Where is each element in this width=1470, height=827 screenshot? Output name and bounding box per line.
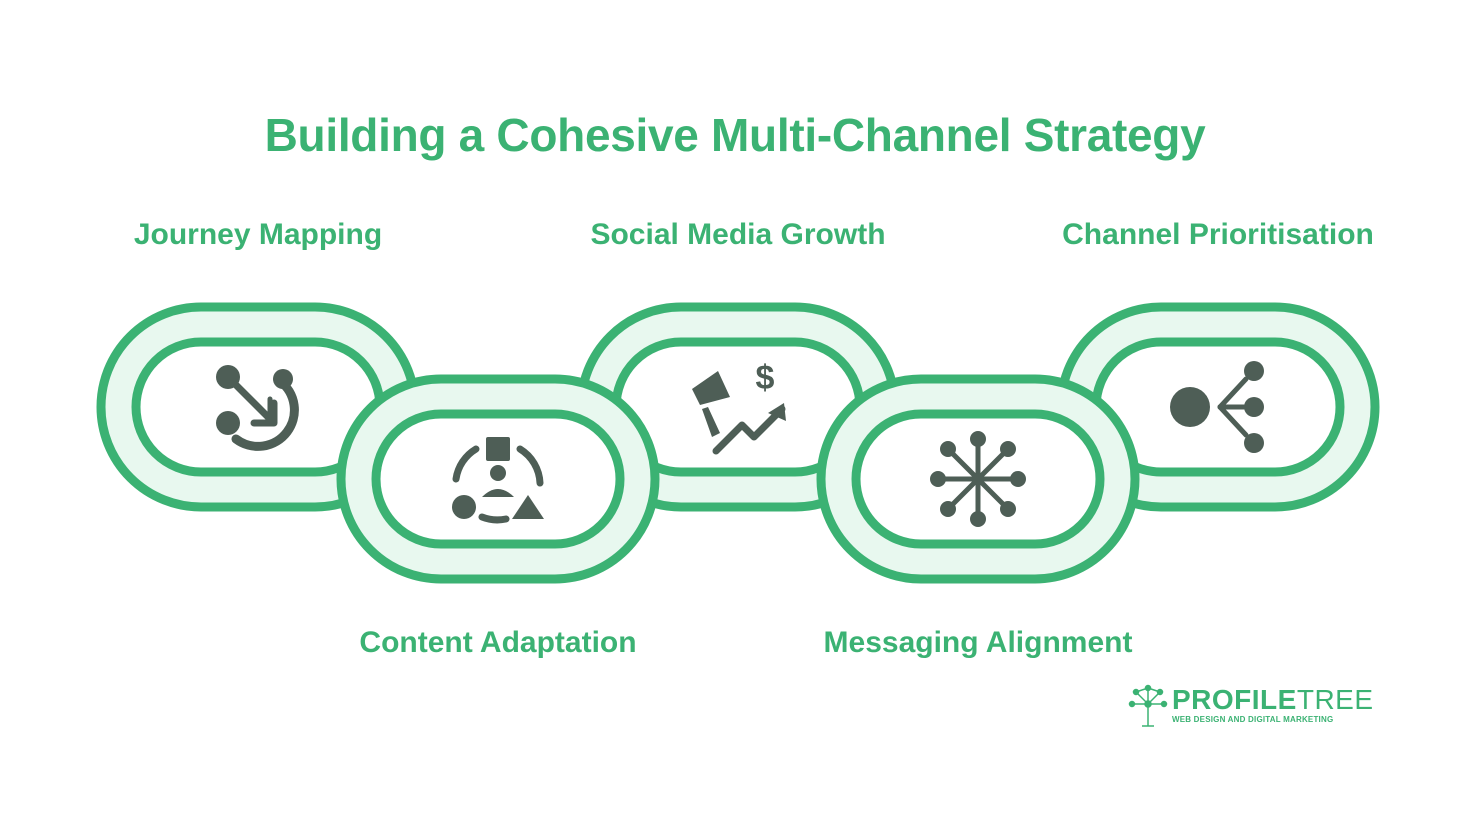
branching-icon	[1170, 361, 1264, 453]
svg-text:$: $	[756, 359, 775, 397]
logo-name-thin: TREE	[1296, 684, 1374, 715]
page-title: Building a Cohesive Multi-Channel Strate…	[264, 109, 1206, 161]
network-hub-icon	[930, 431, 1026, 527]
tree-logo-icon	[1128, 684, 1168, 727]
content-cycle-icon	[452, 437, 544, 524]
step-label-social-media-growth: Social Media Growth	[590, 218, 886, 251]
step-label-channel-prioritisation: Channel Prioritisation	[1062, 218, 1374, 251]
logo-tagline: WEB DESIGN AND DIGITAL MARKETING	[1172, 715, 1334, 724]
step-label-messaging-alignment: Messaging Alignment	[823, 626, 1133, 659]
step-label-content-adaptation: Content Adaptation	[359, 626, 637, 659]
logo-name: PROFILETREE	[1172, 684, 1374, 716]
logo-name-bold: PROFILE	[1172, 684, 1297, 715]
megaphone-growth-icon: $	[692, 359, 786, 455]
profiletree-logo: PROFILETREE WEB DESIGN AND DIGITAL MARKE…	[1128, 684, 1373, 728]
journey-clock-icon	[216, 365, 299, 451]
step-label-journey-mapping: Journey Mapping	[133, 218, 383, 251]
